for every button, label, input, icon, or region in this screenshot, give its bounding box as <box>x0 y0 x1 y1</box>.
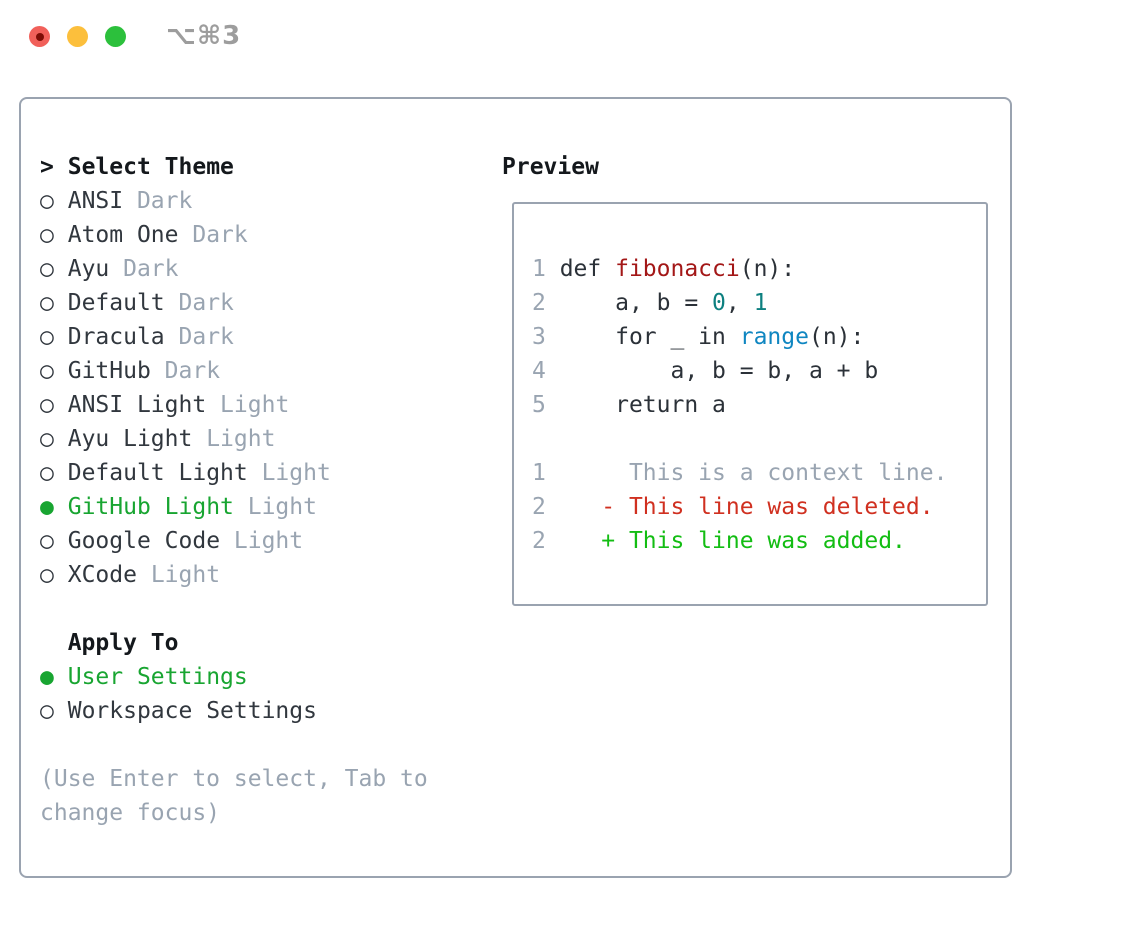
blank-line <box>532 422 986 456</box>
theme-variant: Light <box>136 562 221 588</box>
line-number: 1 <box>532 460 560 486</box>
radio-unselected-icon: ○ <box>40 358 54 384</box>
radio-unselected-icon: ○ <box>40 290 54 316</box>
spacer <box>40 728 428 762</box>
radio-unselected-icon: ○ <box>40 188 54 214</box>
preview-box: 1 def fibonacci(n): 2 a, b = 0, 1 3 for _ … <box>512 202 988 606</box>
radio-unselected-icon: ○ <box>40 460 54 486</box>
left-column: > Select Theme ○ ANSI Dark○ Atom One Dar… <box>40 150 428 830</box>
theme-option[interactable]: ○ Ayu Light Light <box>40 422 428 456</box>
theme-name: XCode <box>67 562 137 588</box>
theme-variant: Light <box>206 392 290 418</box>
radio-unselected-icon: ○ <box>40 426 54 452</box>
line-number: 1 <box>532 256 560 282</box>
theme-variant: Light <box>192 426 276 452</box>
radio-unselected-icon: ○ <box>40 698 54 724</box>
minimize-button[interactable] <box>67 26 88 47</box>
line-number: 3 <box>532 324 560 350</box>
radio-selected-icon: ● <box>40 494 54 520</box>
radio-unselected-icon: ○ <box>40 562 54 588</box>
apply-option[interactable]: ○ Workspace Settings <box>40 694 428 728</box>
theme-variant: Light <box>220 528 304 554</box>
theme-variant: Dark <box>178 222 248 248</box>
theme-name: ANSI Light <box>67 392 207 418</box>
code-line: 1 This is a context line. <box>532 460 948 486</box>
theme-option[interactable]: ○ ANSI Light Light <box>40 388 428 422</box>
code-line: 2 a, b = 0, 1 <box>532 290 768 316</box>
spacer <box>40 592 428 626</box>
radio-unselected-icon: ○ <box>40 256 54 282</box>
theme-option[interactable]: ○ Default Light Light <box>40 456 428 490</box>
radio-unselected-icon: ○ <box>40 324 54 350</box>
preview-header: Preview <box>502 150 599 184</box>
theme-list: ○ ANSI Dark○ Atom One Dark○ Ayu Dark○ De… <box>40 184 428 592</box>
code-line: 2 + This line was added. <box>532 528 906 554</box>
theme-variant: Dark <box>109 256 179 282</box>
theme-option[interactable]: ○ Google Code Light <box>40 524 428 558</box>
theme-name: Default Light <box>67 460 248 486</box>
theme-variant: Dark <box>123 188 193 214</box>
traffic-lights <box>29 26 126 47</box>
window-titlebar: ⌥⌘3 <box>0 0 1140 74</box>
theme-name: GitHub Light <box>67 494 234 520</box>
apply-option-label: Workspace Settings <box>67 698 317 724</box>
theme-name: GitHub <box>67 358 151 384</box>
theme-name: ANSI <box>67 188 124 214</box>
theme-picker-panel: > Select Theme ○ ANSI Dark○ Atom One Dar… <box>19 97 1012 878</box>
code-line: 5 return a <box>532 392 726 418</box>
select-theme-header: > Select Theme <box>40 150 428 184</box>
theme-name: Dracula <box>67 324 165 350</box>
apply-option-label: User Settings <box>67 664 248 690</box>
radio-unselected-icon: ○ <box>40 392 54 418</box>
apply-option[interactable]: ● User Settings <box>40 660 428 694</box>
radio-unselected-icon: ○ <box>40 528 54 554</box>
section-title: Apply To <box>67 630 179 656</box>
code-line: 2 - This line was deleted. <box>532 494 934 520</box>
theme-name: Google Code <box>67 528 221 554</box>
line-number: 5 <box>532 392 560 418</box>
apply-to-header: Apply To <box>40 626 428 660</box>
preview-title: Preview <box>502 154 599 180</box>
close-button[interactable] <box>29 26 50 47</box>
theme-option[interactable]: ○ Ayu Dark <box>40 252 428 286</box>
prompt-icon: > <box>40 154 54 180</box>
theme-option[interactable]: ○ Dracula Dark <box>40 320 428 354</box>
radio-selected-icon: ● <box>40 664 54 690</box>
radio-unselected-icon: ○ <box>40 222 54 248</box>
theme-option[interactable]: ○ GitHub Dark <box>40 354 428 388</box>
theme-option[interactable]: ○ Atom One Dark <box>40 218 428 252</box>
section-title: Select Theme <box>67 154 234 180</box>
preview-code: 1 def fibonacci(n): 2 a, b = 0, 1 3 for _ … <box>532 252 986 558</box>
apply-list: ● User Settings○ Workspace Settings <box>40 660 428 728</box>
window-title: ⌥⌘3 <box>166 21 242 51</box>
hint-text-line-1: (Use Enter to select, Tab to <box>40 766 428 792</box>
hint-text-line-2: change focus) <box>40 800 221 826</box>
line-number: 2 <box>532 528 560 554</box>
theme-variant: Dark <box>150 358 221 384</box>
line-number: 4 <box>532 358 560 384</box>
theme-name: Default <box>67 290 165 316</box>
theme-name: Ayu Light <box>67 426 193 452</box>
theme-option[interactable]: ○ Default Dark <box>40 286 428 320</box>
theme-option[interactable]: ○ ANSI Dark <box>40 184 428 218</box>
line-number: 2 <box>532 494 560 520</box>
line-number: 2 <box>532 290 560 316</box>
theme-variant: Dark <box>164 324 234 350</box>
code-line: 4 a, b = b, a + b <box>532 358 879 384</box>
close-dot-icon <box>35 32 44 41</box>
theme-option[interactable]: ● GitHub Light Light <box>40 490 428 524</box>
code-line: 1 def fibonacci(n): <box>532 256 796 282</box>
zoom-button[interactable] <box>105 26 126 47</box>
theme-variant: Light <box>247 460 331 486</box>
theme-option[interactable]: ○ XCode Light <box>40 558 428 592</box>
theme-variant: Light <box>233 494 317 520</box>
code-line: 3 for _ in range(n): <box>532 324 865 350</box>
theme-variant: Dark <box>164 290 234 316</box>
theme-name: Atom One <box>67 222 179 248</box>
theme-name: Ayu <box>67 256 110 282</box>
